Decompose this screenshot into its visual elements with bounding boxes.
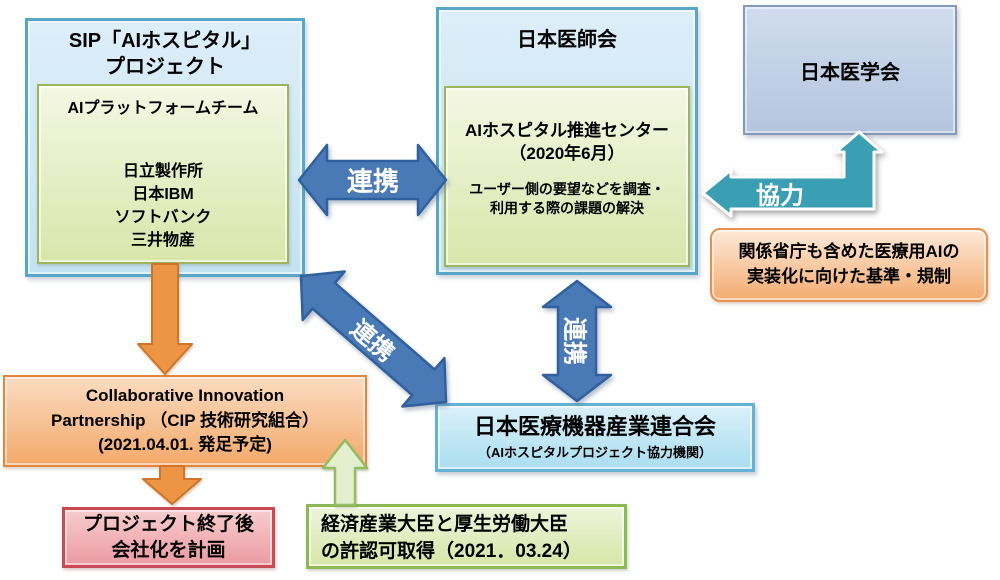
arrow-sip-to-cip <box>137 263 193 375</box>
ai-platform-team-title: AIプラットフォームチーム <box>67 100 259 117</box>
kyoryoku-label: 協力 <box>756 182 804 210</box>
sip-title-line1: SIP「AIホスピタル」 <box>68 30 262 52</box>
cip-line3: (2021.04.01. 発足予定) <box>98 435 272 455</box>
ministerial-approval-box: 経済産業大臣と厚生労働大臣 の許認可取得（2021．03.24） <box>306 504 627 569</box>
promotion-center-description: ユーザー側の要望などを調査・ 利用する際の課題の解決 <box>446 180 688 219</box>
promotion-center-desc-line2: 利用する際の課題の解決 <box>490 200 644 217</box>
sip-project-title: SIP「AIホスピタル」 プロジェクト <box>28 21 302 80</box>
cip-line2: Partnership （CIP 技術研究組合） <box>51 410 319 430</box>
sip-title-line2: プロジェクト <box>105 56 225 78</box>
promotion-center-title-line2: （2020年6月） <box>509 143 625 163</box>
approval-line2: の許認可取得（2021．03.24） <box>321 540 582 562</box>
incorporation-plan-box: プロジェクト終了後 会社化を計画 <box>62 507 275 568</box>
jams-title: 日本医学会 <box>800 61 900 84</box>
member-hitachi: 日立製作所 <box>122 163 203 180</box>
incorporation-line1: プロジェクト終了後 <box>82 513 254 535</box>
jfmda-box: 日本医療機器産業連合会 （AIホスピタルプロジェクト協力機関） <box>435 403 755 472</box>
jma-title: 日本医師会 <box>517 29 617 51</box>
incorporation-line2: 会社化を計画 <box>111 539 226 561</box>
ai-platform-team-box: AIプラットフォームチーム 日立製作所 日本IBM ソフトバンク 三井物産 <box>37 84 289 264</box>
renkei-label-vertical: 連携 <box>560 317 588 365</box>
renkei-label-horizontal: 連携 <box>346 166 400 197</box>
member-ibm-japan: 日本IBM <box>132 186 194 203</box>
promotion-center-title: AIホスピタル推進センター （2020年6月） <box>446 120 688 166</box>
arrow-cip-to-company <box>142 465 202 505</box>
ai-hospital-promotion-center-box: AIホスピタル推進センター （2020年6月） ユーザー側の要望などを調査・ 利… <box>444 86 690 267</box>
regulation-note-box: 関係省庁も含めた医療用AIの 実装化に向けた基準・規制 <box>710 228 988 302</box>
regulation-line1: 関係省庁も含めた医療用AIの <box>738 242 960 262</box>
ai-platform-member-list: 日立製作所 日本IBM ソフトバンク 三井物産 <box>115 160 212 252</box>
japan-association-medical-sciences-box: 日本医学会 <box>743 5 957 135</box>
promotion-center-title-line1: AIホスピタル推進センター <box>465 121 669 140</box>
cip-partnership-box: Collaborative Innovation Partnership （CI… <box>3 375 367 467</box>
renkei-label-diagonal: 連携 <box>345 315 400 368</box>
member-softbank: ソフトバンク <box>114 209 212 226</box>
regulation-line2: 実装化に向けた基準・規制 <box>747 267 951 286</box>
jfmda-title: 日本医療機器産業連合会 <box>473 413 716 439</box>
cip-line1: Collaborative Innovation <box>85 386 285 406</box>
jfmda-subtitle: （AIホスピタルプロジェクト協力機関） <box>477 445 712 461</box>
approval-line1: 経済産業大臣と厚生労働大臣 <box>321 514 569 535</box>
promotion-center-desc-line1: ユーザー側の要望などを調査・ <box>469 180 665 197</box>
member-mitsui: 三井物産 <box>130 232 195 249</box>
